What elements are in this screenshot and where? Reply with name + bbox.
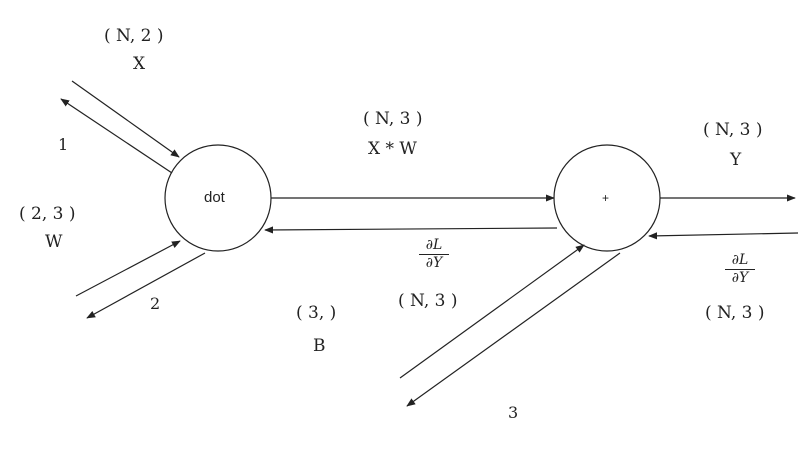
xw-shape-label: ( N, 3 ) bbox=[363, 109, 423, 129]
dot-node-label: dot bbox=[204, 189, 225, 206]
right-gradient-bar bbox=[725, 268, 755, 270]
y-backward-arrow bbox=[648, 232, 799, 240]
right-gradient-denominator: ∂Y bbox=[731, 269, 749, 286]
w-name-label: W bbox=[45, 232, 63, 252]
mid-gradient-fraction: ∂L ∂Y bbox=[419, 238, 449, 270]
xw-name-label: X * W bbox=[368, 139, 417, 159]
b-backward-arrow bbox=[406, 252, 621, 407]
y-shape-label: ( N, 3 ) bbox=[703, 120, 763, 140]
mid-gradient-numerator: ∂L bbox=[425, 237, 443, 253]
b-forward-arrow bbox=[399, 244, 585, 379]
w-backward-arrow bbox=[86, 252, 206, 319]
backward-step-3: 3 bbox=[508, 403, 519, 422]
x-name-label: X bbox=[133, 54, 146, 74]
mid-gradient-shape: ( N, 3 ) bbox=[398, 291, 458, 311]
right-gradient-numerator: ∂L bbox=[731, 252, 749, 268]
backward-step-1: 1 bbox=[58, 135, 69, 154]
mid-gradient-denominator: ∂Y bbox=[425, 254, 443, 271]
x-forward-arrow bbox=[71, 80, 180, 158]
y-name-label: Y bbox=[730, 150, 742, 170]
b-name-label: B bbox=[313, 336, 326, 356]
x-shape-label: ( N, 2 ) bbox=[104, 26, 164, 46]
right-gradient-fraction: ∂L ∂Y bbox=[725, 253, 755, 285]
xw-backward-arrow bbox=[264, 226, 558, 234]
x-backward-arrow bbox=[60, 98, 173, 174]
mid-gradient-bar bbox=[419, 253, 449, 255]
w-forward-arrow bbox=[75, 240, 181, 297]
add-node-label: + bbox=[602, 191, 610, 205]
w-shape-label: ( 2, 3 ) bbox=[19, 204, 76, 224]
b-shape-label: ( 3, ) bbox=[296, 303, 337, 323]
right-gradient-shape: ( N, 3 ) bbox=[705, 303, 765, 323]
backward-step-2: 2 bbox=[150, 294, 161, 313]
